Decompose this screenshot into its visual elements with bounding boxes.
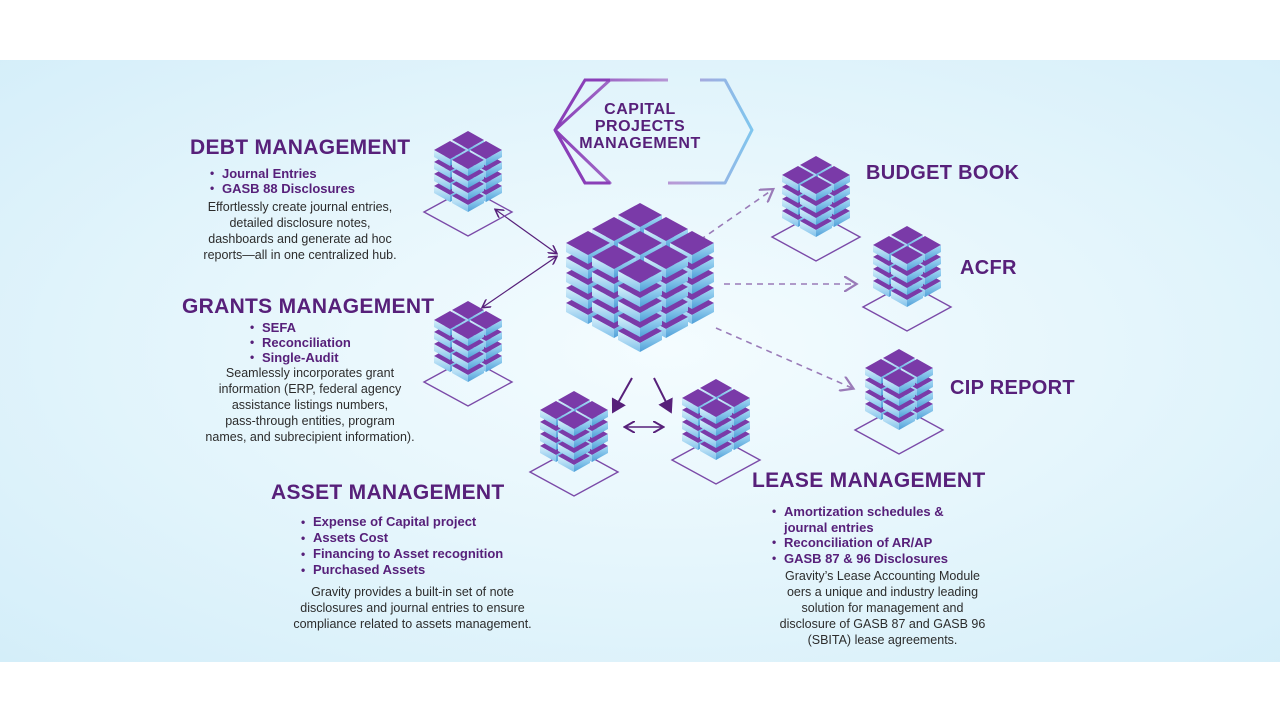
debt-bullets: Journal Entries GASB 88 Disclosures xyxy=(210,166,355,196)
hub-title-line: MANAGEMENT xyxy=(579,135,701,152)
hub-title: CAPITAL PROJECTS MANAGEMENT xyxy=(555,101,725,152)
stack-cip-report-icon xyxy=(853,349,945,455)
desc-line: assistance listings numbers, xyxy=(231,398,389,412)
list-item: Amortization schedules & xyxy=(772,504,948,520)
stack-debt-icon xyxy=(422,131,514,237)
grants-description: Seamlessly incorporates grant informatio… xyxy=(190,365,430,445)
connector-grants xyxy=(483,257,556,307)
list-item: Single-Audit xyxy=(250,350,351,365)
desc-line: dashboards and generate ad hoc xyxy=(208,232,392,246)
lease-title: LEASE MANAGEMENT xyxy=(752,469,986,492)
desc-line: disclosure of GASB 87 and GASB 96 xyxy=(779,617,986,631)
connector-cip-report xyxy=(715,327,852,388)
asset-title: ASSET MANAGEMENT xyxy=(271,481,505,504)
desc-line: detailed disclosure notes, xyxy=(229,216,371,230)
list-item: Assets Cost xyxy=(301,530,503,546)
debt-title: DEBT MANAGEMENT xyxy=(190,136,411,159)
desc-line: disclosures and journal entries to ensur… xyxy=(300,601,525,615)
desc-line: names, and subrecipient information). xyxy=(205,430,415,444)
desc-line: Effortlessly create journal entries, xyxy=(207,200,393,214)
budget-book-label: BUDGET BOOK xyxy=(866,162,1020,184)
list-item: Reconciliation of AR/AP xyxy=(772,535,948,551)
hub-title-line: PROJECTS xyxy=(594,118,686,135)
cip-report-label: CIP REPORT xyxy=(950,377,1075,399)
connector-debt xyxy=(496,210,556,253)
list-item: journal entries xyxy=(784,519,874,535)
stack-asset-icon xyxy=(528,391,620,497)
stack-budget-book-icon xyxy=(770,156,862,262)
stack-lease-icon xyxy=(670,379,762,485)
list-item: GASB 88 Disclosures xyxy=(210,181,355,196)
desc-line: Gravity’s Lease Accounting Module xyxy=(784,569,981,583)
asset-description: Gravity provides a built-in set of note … xyxy=(280,584,545,632)
diagram-background xyxy=(0,60,1280,662)
desc-line: compliance related to assets management. xyxy=(293,617,532,631)
list-item: SEFA xyxy=(250,320,351,335)
grants-bullets: SEFA Reconciliation Single-Audit xyxy=(250,320,351,365)
list-item: Purchased Assets xyxy=(301,562,503,578)
debt-description: Effortlessly create journal entries, det… xyxy=(180,199,420,263)
list-item: Financing to Asset recognition xyxy=(301,546,503,562)
connector-budget-book xyxy=(699,190,772,241)
list-item: Expense of Capital project xyxy=(301,514,503,530)
lease-description: Gravity’s Lease Accounting Module oers a… xyxy=(770,568,995,648)
list-item: Journal Entries xyxy=(210,166,355,181)
connector-hub-lease xyxy=(653,377,673,414)
stack-grants-icon xyxy=(422,301,514,407)
desc-line: pass-through entities, program xyxy=(225,414,395,428)
desc-line: solution for management and xyxy=(801,601,964,615)
hub-title-line: CAPITAL xyxy=(604,101,676,118)
stack-acfr-icon xyxy=(861,226,953,332)
desc-line: (SBITA) lease agreements. xyxy=(807,633,958,647)
list-item: Reconciliation xyxy=(250,335,351,350)
grants-title: GRANTS MANAGEMENT xyxy=(182,295,435,318)
connector-hub-asset xyxy=(611,377,633,414)
desc-line: Gravity provides a built-in set of note xyxy=(311,585,514,599)
acfr-label: ACFR xyxy=(960,257,1017,279)
lease-bullets: Amortization schedules & journal entries… xyxy=(772,504,948,566)
hub-server-cluster-icon xyxy=(566,203,714,352)
desc-line: oers a unique and industry leading xyxy=(786,585,979,599)
desc-line: reports—all in one centralized hub. xyxy=(203,248,397,262)
asset-bullets: Expense of Capital project Assets Cost F… xyxy=(301,514,503,578)
desc-line: information (ERP, federal agency xyxy=(218,382,402,396)
desc-line: Seamlessly incorporates grant xyxy=(225,366,395,380)
list-item: GASB 87 & 96 Disclosures xyxy=(772,551,948,567)
